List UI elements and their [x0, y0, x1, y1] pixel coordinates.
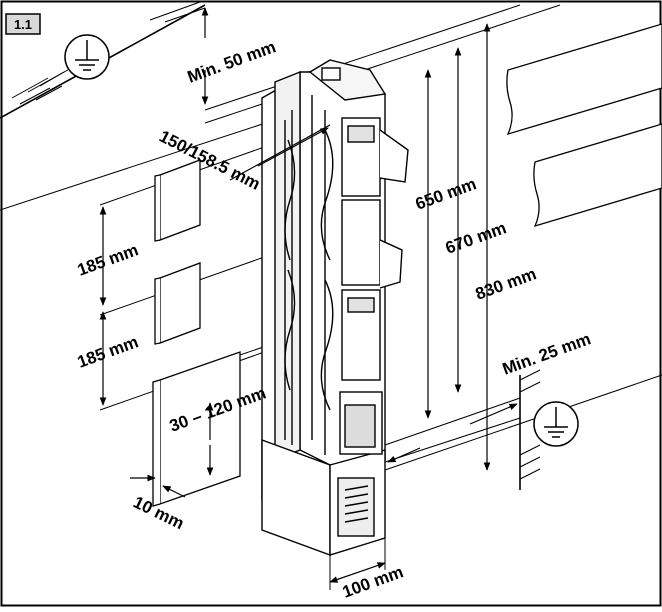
figure-number: 1.1 [14, 17, 32, 32]
label-670: 670 mm [443, 218, 509, 258]
label-185-lower: 185 mm [75, 332, 141, 372]
label-min-50: Min. 50 mm [185, 37, 279, 87]
busbar-lower [152, 351, 241, 507]
side-wall [519, 369, 541, 490]
dim-phase-spacing [229, 124, 331, 181]
label-830: 830 mm [473, 264, 539, 304]
dim-100 [329, 562, 386, 583]
label-185-upper: 185 mm [75, 240, 141, 280]
ground-icon [64, 34, 110, 80]
figure-number-badge: 1.1 [5, 13, 41, 35]
extension-lines [329, 374, 662, 590]
busbar-middle [154, 262, 201, 345]
label-min-25: Min. 25 mm [500, 329, 594, 379]
busbar-right-lower [533, 123, 662, 228]
ground-icon-right [533, 401, 579, 447]
dim-min-25 [387, 403, 518, 463]
fuse-switch-disconnector [261, 59, 409, 557]
dim-10 [130, 474, 186, 498]
label-100: 100 mm [340, 562, 406, 602]
busbar-upper [154, 159, 201, 242]
label-650: 650 mm [413, 174, 479, 214]
busbar-right-upper [506, 23, 662, 136]
